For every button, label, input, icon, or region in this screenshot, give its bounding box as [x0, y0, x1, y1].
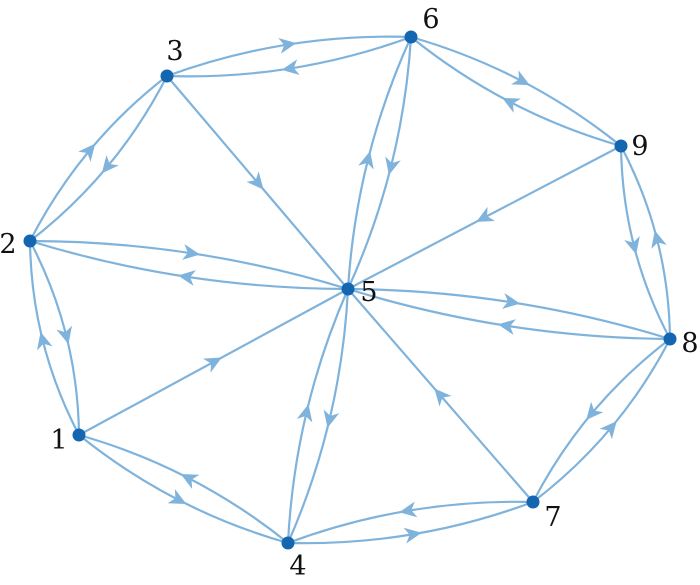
node-8-label: 8 [681, 328, 698, 359]
edge-6-to-5 [346, 35, 413, 291]
edge-5-to-4 [286, 287, 350, 545]
arrowhead-3-to-6 [278, 37, 297, 54]
edge-6-to-9 [409, 35, 623, 148]
arrowhead-4-to-1 [180, 474, 200, 489]
node-9-label: 9 [631, 131, 648, 162]
arrowhead-2-to-1 [56, 325, 73, 345]
node-6-label: 6 [422, 4, 439, 35]
arrowhead-7-to-4 [399, 501, 418, 518]
edge-5-to-6 [346, 35, 413, 291]
node-1-label: 1 [50, 425, 67, 456]
edge-7-to-8 [531, 337, 672, 504]
edge-4-to-1 [77, 433, 290, 545]
arrowhead-6-to-9 [511, 70, 530, 86]
edge-3-to-2 [28, 74, 169, 243]
arrowhead-4-to-5 [296, 404, 313, 423]
arrowhead-9-to-8 [624, 236, 640, 255]
arrowhead-1-to-4 [167, 489, 187, 504]
arrowhead-3-to-5 [246, 171, 264, 190]
node-9-dot [614, 139, 628, 153]
node-6-dot [404, 30, 418, 44]
edge-4-to-5 [286, 287, 350, 545]
arrowhead-2-to-3 [78, 143, 96, 162]
arrowhead-8-to-7 [586, 401, 604, 420]
arrowhead-4-to-7 [403, 527, 422, 544]
arrowhead-9-to-5 [476, 206, 495, 222]
node-1-dot [72, 428, 86, 442]
arrowhead-5-to-4 [323, 409, 340, 428]
node-7-dot [526, 495, 540, 509]
edge-1-to-4 [77, 433, 290, 545]
arrowhead-5-to-8 [502, 293, 521, 309]
arrowhead-8-to-5 [497, 319, 516, 335]
node-4-dot [281, 536, 295, 550]
arrowhead-6-to-3 [281, 59, 300, 76]
edge-8-to-7 [531, 337, 672, 504]
arrowhead-5-to-6 [358, 151, 374, 170]
arrowhead-2-to-5 [182, 244, 201, 260]
edge-layer [28, 35, 672, 545]
edge-1-to-2 [28, 239, 81, 437]
arrowhead-6-to-5 [385, 156, 401, 175]
arrowhead-7-to-8 [599, 421, 617, 440]
node-layer: 1 2 3 4 5 6 7 8 9 [0, 4, 699, 582]
arrowhead-1-to-5 [202, 357, 222, 373]
node-7-label: 7 [544, 502, 561, 533]
arrowhead-7-to-5 [434, 388, 452, 407]
arrowhead-9-to-6 [502, 97, 521, 113]
node-5-dot [341, 282, 355, 296]
node-5-label: 5 [360, 277, 377, 308]
arrowhead-3-to-2 [101, 155, 119, 174]
node-3-dot [160, 69, 174, 83]
node-2-label: 2 [0, 229, 17, 260]
node-4-label: 4 [289, 551, 306, 582]
node-3-label: 3 [166, 36, 183, 67]
node-2-dot [23, 234, 37, 248]
edge-9-to-6 [409, 35, 623, 148]
arrowhead-1-to-2 [36, 331, 53, 351]
edge-2-to-3 [28, 74, 169, 243]
edge-2-to-1 [28, 239, 81, 437]
arrowhead-5-to-2 [177, 270, 196, 286]
node-8-dot [663, 332, 677, 346]
arrowhead-8-to-9 [651, 230, 667, 249]
